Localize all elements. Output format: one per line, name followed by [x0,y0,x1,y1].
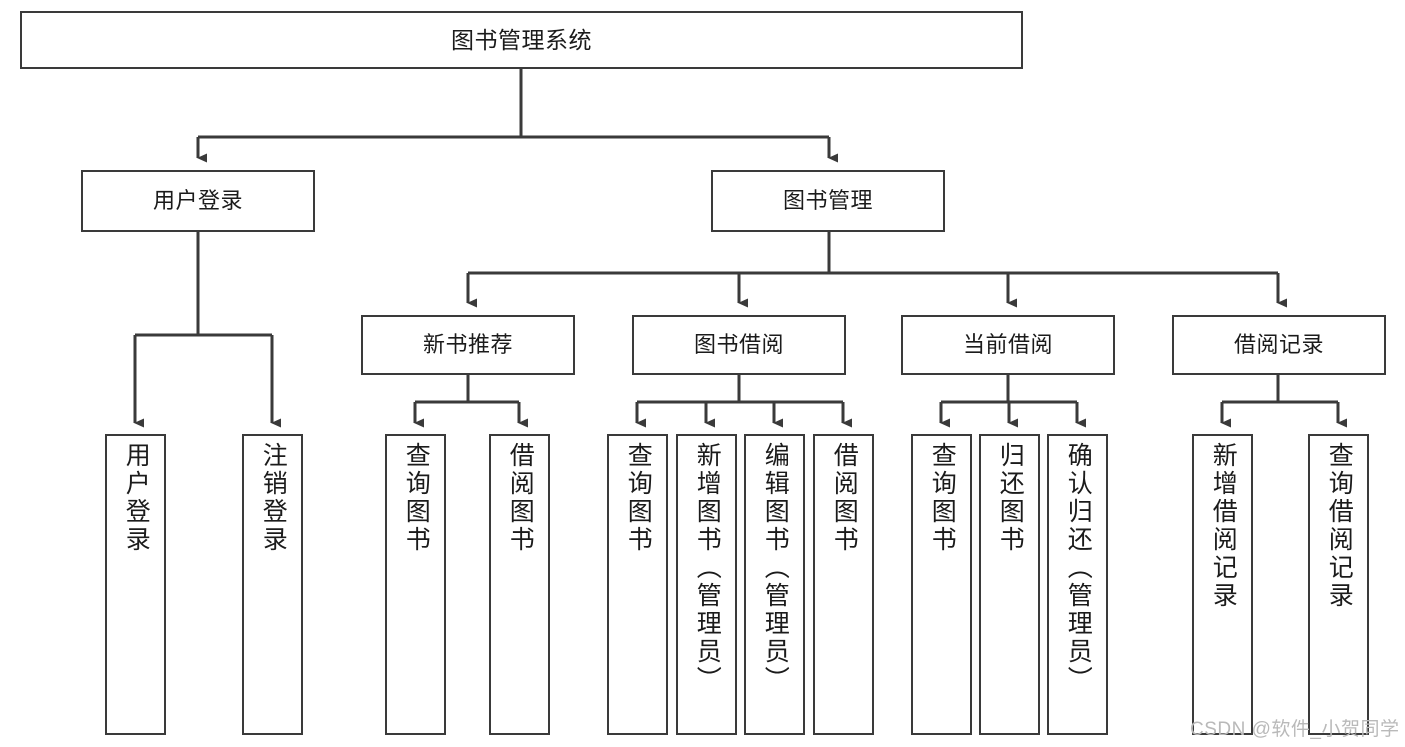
node-leaf-borrow-book-2[interactable]: 借阅图书 [813,434,874,735]
node-leaf-query-borrow-record[interactable]: 查询借阅记录 [1308,434,1369,735]
node-label: 借阅记录 [1233,332,1324,358]
node-root-book-management-system[interactable]: 图书管理系统 [20,11,1023,69]
node-label: 归还图书 [996,442,1025,554]
node-label: 图书管理系统 [451,26,592,53]
node-label: 查询图书 [928,442,957,554]
node-label: 新增图书（管理员） [693,442,722,694]
node-leaf-add-book-admin[interactable]: 新增图书（管理员） [676,434,737,735]
node-new-book-recommendation[interactable]: 新书推荐 [361,315,575,375]
node-label: 确认归还（管理员） [1064,442,1093,694]
node-label: 新书推荐 [422,332,513,358]
node-label: 用户登录 [152,188,243,214]
node-leaf-user-login[interactable]: 用户登录 [105,434,166,735]
node-leaf-query-book-1[interactable]: 查询图书 [385,434,446,735]
node-label: 查询图书 [624,442,653,554]
watermark-text: CSDN @软件_小贺同学 [1190,719,1400,740]
node-label: 当前借阅 [962,332,1053,358]
node-label: 图书管理 [782,188,873,214]
node-leaf-borrow-book-1[interactable]: 借阅图书 [489,434,550,735]
node-book-borrowing[interactable]: 图书借阅 [632,315,846,375]
node-label: 用户登录 [122,442,151,554]
node-label: 注销登录 [259,442,288,554]
node-book-management[interactable]: 图书管理 [711,170,945,232]
node-leaf-query-book-2[interactable]: 查询图书 [607,434,668,735]
node-leaf-query-book-3[interactable]: 查询图书 [911,434,972,735]
node-leaf-return-book[interactable]: 归还图书 [979,434,1040,735]
node-user-login[interactable]: 用户登录 [81,170,315,232]
node-label: 图书借阅 [693,332,784,358]
node-leaf-logout[interactable]: 注销登录 [242,434,303,735]
node-leaf-confirm-return-admin[interactable]: 确认归还（管理员） [1047,434,1108,735]
node-label: 查询借阅记录 [1325,442,1354,610]
node-label: 新增借阅记录 [1209,442,1238,610]
node-label: 借阅图书 [506,442,535,554]
node-label: 查询图书 [402,442,431,554]
node-borrowing-record[interactable]: 借阅记录 [1172,315,1386,375]
node-leaf-add-borrow-record[interactable]: 新增借阅记录 [1192,434,1253,735]
node-label: 借阅图书 [830,442,859,554]
node-label: 编辑图书（管理员） [761,442,790,694]
node-leaf-edit-book-admin[interactable]: 编辑图书（管理员） [744,434,805,735]
node-current-borrowing[interactable]: 当前借阅 [901,315,1115,375]
